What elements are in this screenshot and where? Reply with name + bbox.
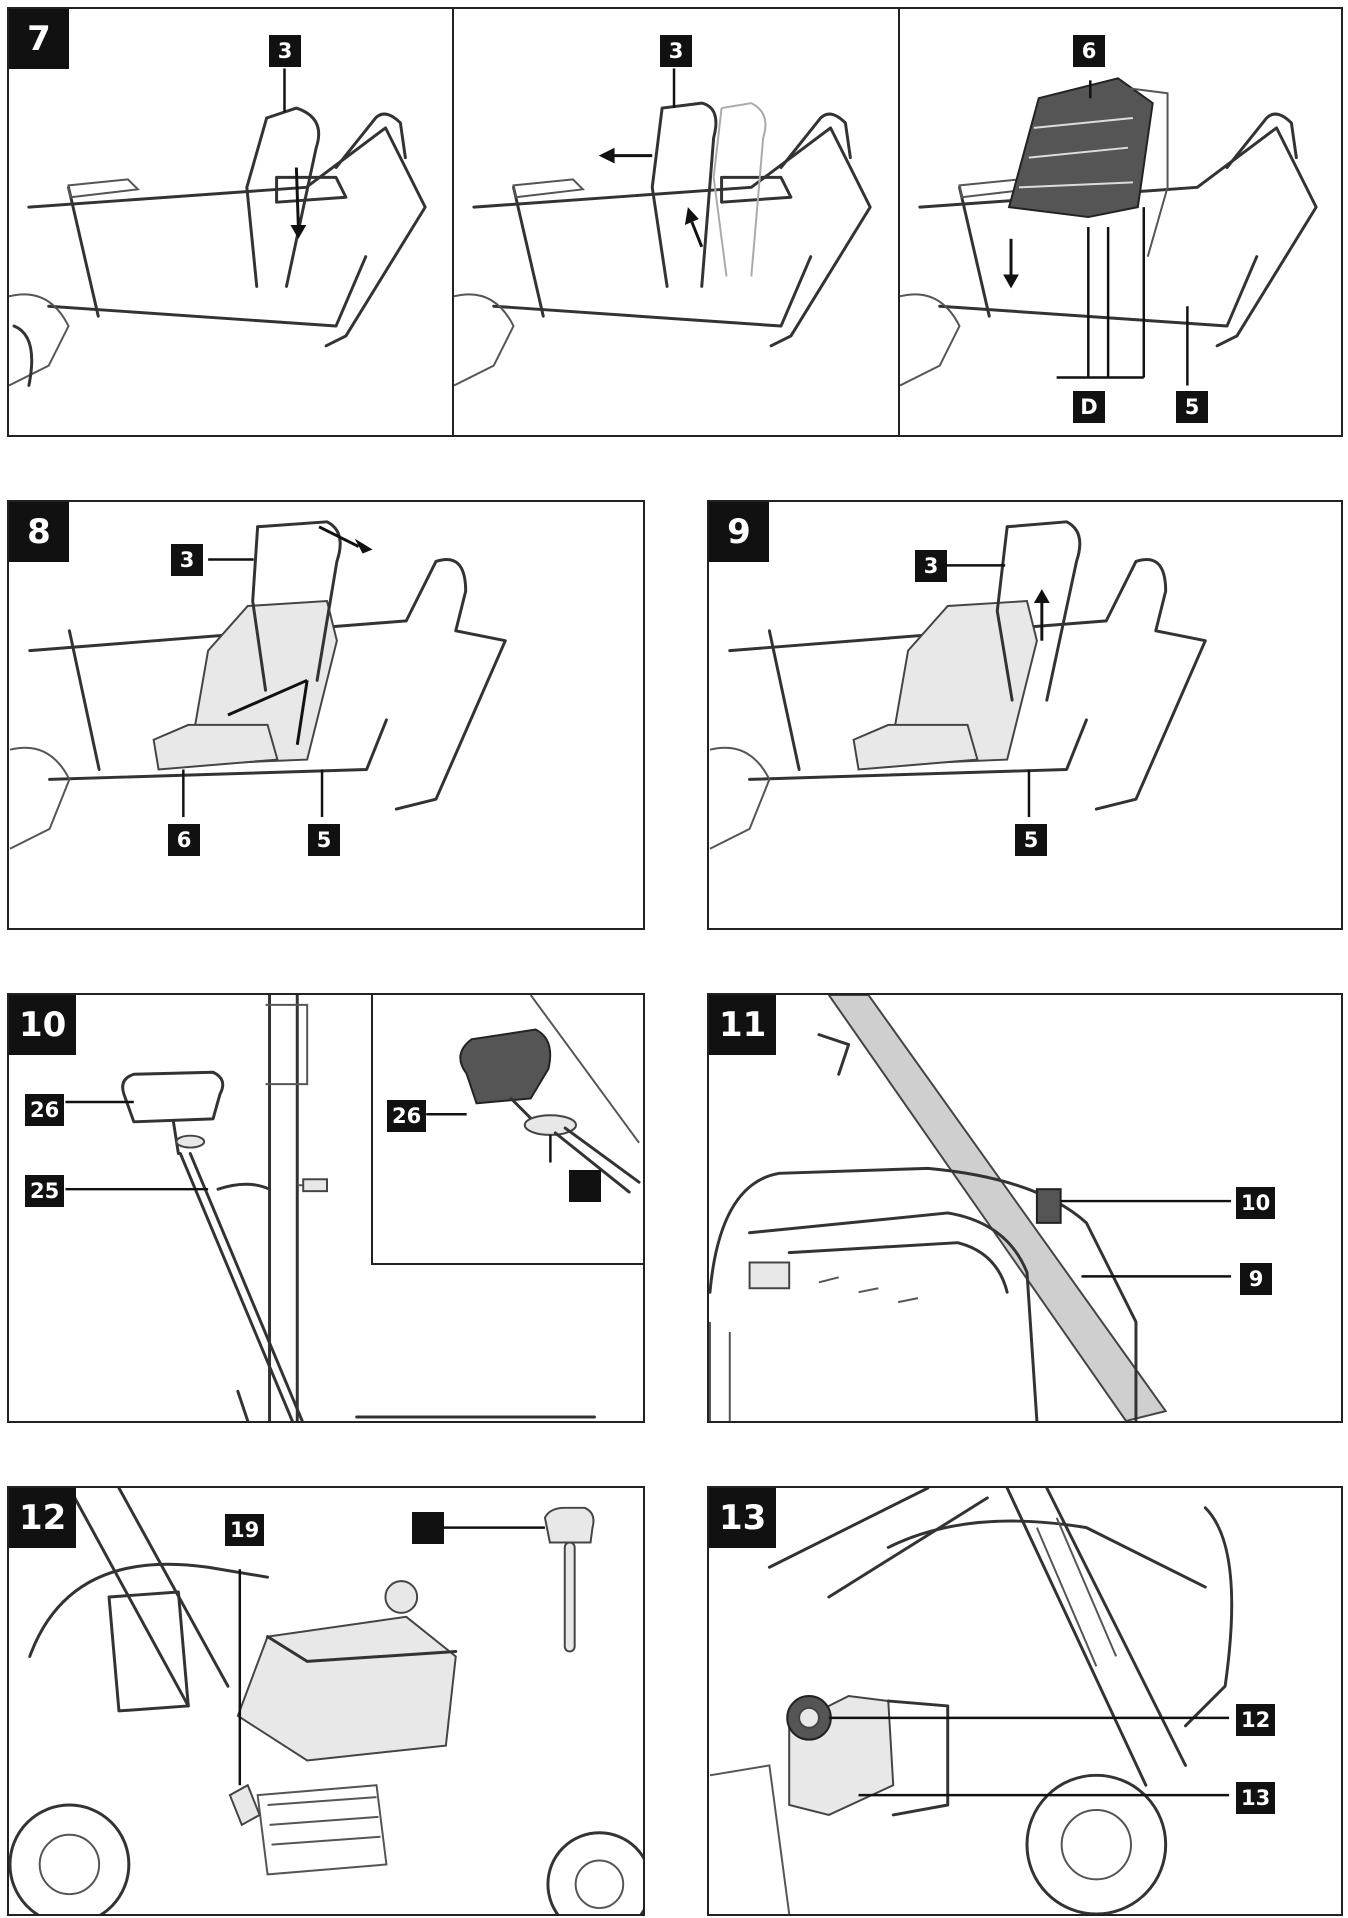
oil-dipstick-illustration xyxy=(9,1488,643,1914)
part-label-fuel-tank: 13 xyxy=(1236,1782,1276,1814)
part-label-handle: 3 xyxy=(171,544,203,576)
part-label-lower-handle: 9 xyxy=(1240,1263,1272,1295)
figure-number: 7 xyxy=(9,9,69,69)
part-label-frame: 5 xyxy=(1015,824,1047,856)
part-label-handle: 3 xyxy=(269,35,301,67)
part-label-starter-handle: 26 xyxy=(387,1100,427,1132)
part-label-cover: 6 xyxy=(1073,35,1105,67)
part-label-fuel-cap: 12 xyxy=(1236,1704,1276,1736)
figure-number: 13 xyxy=(709,1488,777,1548)
figure-number: 11 xyxy=(709,995,777,1055)
part-label-cable-clip: 10 xyxy=(1236,1187,1276,1219)
part-label-frame: 5 xyxy=(308,824,340,856)
cable-clip-illustration xyxy=(709,995,1232,1421)
part-label-handle: 3 xyxy=(660,35,692,67)
part-label-frame: 5 xyxy=(1176,391,1208,423)
figure-number: 10 xyxy=(9,995,77,1055)
figure-9-panel: 9 3 5 xyxy=(707,500,1343,930)
figure-7b-panel: 3 xyxy=(452,7,900,437)
figure-13-panel: 13 12 13 xyxy=(707,1486,1343,1916)
part-label-cover: 6 xyxy=(168,824,200,856)
part-label-starter-handle: 26 xyxy=(25,1094,65,1126)
part-label-oil-filler: 19 xyxy=(225,1514,265,1546)
figure-12-panel: 12 19 xyxy=(7,1486,645,1916)
part-label-blank xyxy=(569,1170,601,1202)
figure-number: 9 xyxy=(709,502,769,562)
part-label-d: D xyxy=(1073,391,1105,423)
figure-7a-panel: 7 3 xyxy=(7,7,454,437)
figure-8-panel: 8 3 6 5 xyxy=(7,500,645,930)
figure-7c-panel: 6 D 5 xyxy=(898,7,1343,437)
part-label-rope-guide: 25 xyxy=(25,1175,65,1207)
starter-rope-illustration xyxy=(65,995,596,1421)
frame-cover-illustration xyxy=(900,77,1318,387)
part-label-blank xyxy=(412,1512,444,1544)
figure-11-panel: 11 10 9 xyxy=(707,993,1343,1423)
figure-number: 12 xyxy=(9,1488,77,1548)
part-label-handle: 3 xyxy=(915,550,947,582)
handle-pulled-illustration xyxy=(454,68,872,387)
cover-mounted-illustration xyxy=(9,520,507,850)
fuel-tank-illustration xyxy=(709,1488,1234,1914)
handle-folding-illustration xyxy=(9,68,427,387)
handle-locked-illustration xyxy=(709,520,1207,850)
figure-10-inset: 26 xyxy=(371,995,643,1265)
figure-number: 8 xyxy=(9,502,69,562)
starter-handle-detail xyxy=(426,995,641,1194)
figure-10-panel: 26 10 26 25 xyxy=(7,993,645,1423)
